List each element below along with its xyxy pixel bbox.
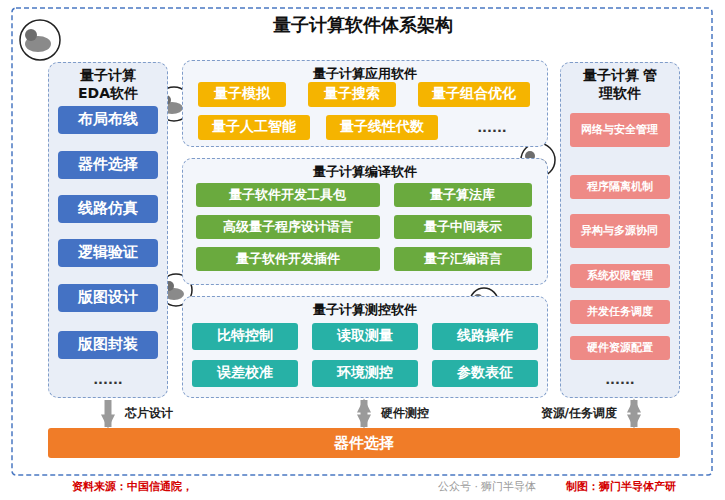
box-label: 量子软件开发工具包 [229,186,346,204]
component-box: 量子软件开发工具包 [196,183,380,207]
ellipsis-mark: ...... [93,372,123,387]
component-box: 量子线性代数 [326,115,438,140]
component-box: 量子算法库 [394,183,532,207]
box-label: 高级量子程序设计语言 [223,218,353,236]
box-label: 量子搜索 [324,85,380,103]
component-box: 量子组合优化 [418,82,530,107]
component-box: 比特控制 [192,323,298,350]
outer-frame [12,8,712,475]
component-box: 线路仿真 [58,195,158,223]
arrow-label: 硬件测控 [378,405,432,422]
box-label: 器件选择 [78,155,138,174]
box-label: 量子中间表示 [424,218,502,236]
component-box: 线路操作 [432,323,538,350]
box-label: 量子人工智能 [212,118,296,136]
ellipsis-mark: ...... [477,120,507,135]
box-label: 量子组合优化 [432,85,516,103]
arrow-label: 资源/任务调度 [538,405,620,422]
flow-arrow [105,400,112,427]
box-label: 读取测量 [337,327,393,345]
component-box: 硬件资源配置 [570,336,670,360]
panel-heading: 量子计算应用软件 [313,65,417,83]
box-label: 量子线性代数 [340,118,424,136]
ellipsis-mark: ...... [605,372,635,387]
lion-logo [20,20,60,60]
flow-arrow [631,400,638,427]
box-label: 线路仿真 [78,199,138,218]
footer-note: 公众号 · 狮门半导体 [438,479,537,494]
box-label: 参数表征 [457,364,513,382]
component-box: 量子模拟 [198,82,286,107]
box-label: 量子算法库 [430,186,495,204]
panel-heading: 量子计算 管理软件 [578,67,662,103]
footer-note: 制图：狮门半导体产研 [566,479,676,494]
component-box: 高级量子程序设计语言 [196,215,380,239]
group-panel: 量子计算测控软件比特控制 读取测量 线路操作误差校准 环境测控 参数表征 [182,296,548,398]
arrow-label: 芯片设计 [122,405,176,422]
component-box: 异构与多源协同 [570,214,670,248]
component-box: 误差校准 [192,360,298,387]
box-label: 版图封装 [78,335,138,354]
footer-note: 资料来源：中国信通院， [72,479,193,494]
box-label: 布局布线 [78,110,138,129]
box-label: 环境测控 [337,364,393,382]
group-panel: 量子计算 EDA软件布局布线器件选择线路仿真逻辑验证版图设计版图封装 [48,62,168,398]
group-panel: 量子计算 管理软件网络与安全管理程序隔离机制异构与多源协同系统权限管理并发任务调… [560,62,680,398]
box-label: 版图设计 [78,288,138,307]
panel-heading: 量子计算测控软件 [313,301,417,319]
component-box: 参数表征 [432,360,538,387]
box-label: 线路操作 [457,327,513,345]
box-label: 异构与多源协同 [581,224,658,237]
component-box: 并发任务调度 [570,300,670,324]
component-box: 读取测量 [312,323,418,350]
box-label: 器件选择 [334,434,394,453]
box-label: 系统权限管理 [587,269,653,282]
component-box: 器件选择 [58,151,158,179]
box-label: 误差校准 [217,364,273,382]
component-box: 量子中间表示 [394,215,532,239]
component-box: 版图设计 [58,284,158,312]
component-box: 程序隔离机制 [570,175,670,199]
component-box: 布局布线 [58,106,158,134]
component-box: 系统权限管理 [570,264,670,288]
panel-heading: 量子计算 EDA软件 [66,67,150,103]
component-box: 量子人工智能 [198,115,310,140]
box-label: 量子模拟 [214,85,270,103]
box-label: 硬件资源配置 [587,341,653,354]
component-box: 量子搜索 [308,82,396,107]
component-box: 环境测控 [312,360,418,387]
component-box: 量子软件开发插件 [196,247,380,271]
component-box: 版图封装 [58,331,158,359]
component-box: 逻辑验证 [58,239,158,267]
box-label: 比特控制 [217,327,273,345]
panel-heading: 量子计算编译软件 [313,163,417,181]
box-label: 程序隔离机制 [587,180,653,193]
diagram-title: 量子计算软件体系架构 [0,13,725,37]
box-label: 量子软件开发插件 [236,250,340,268]
box-label: 网络与安全管理 [581,123,658,136]
flow-arrow [361,400,368,427]
group-panel: 量子计算编译软件量子软件开发工具包量子算法库高级量子程序设计语言量子中间表示量子… [182,158,548,285]
box-label: 并发任务调度 [587,305,653,318]
component-box: 量子汇编语言 [394,247,532,271]
box-label: 逻辑验证 [78,243,138,262]
component-box: 网络与安全管理 [570,113,670,147]
component-box: 器件选择 [48,428,680,458]
box-label: 量子汇编语言 [424,250,502,268]
